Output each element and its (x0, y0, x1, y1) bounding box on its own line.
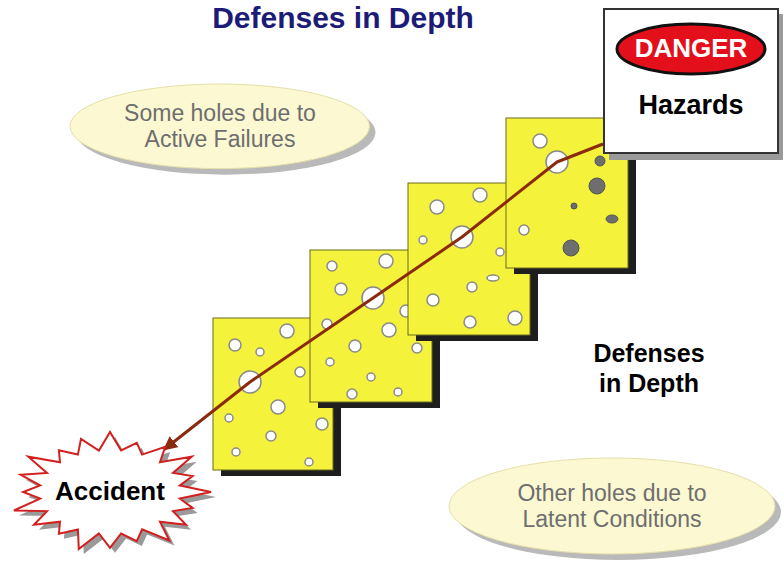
plugged-hole (595, 156, 605, 166)
callout-ellipse: Some holes due to Active Failures (68, 82, 372, 171)
hole (519, 225, 529, 235)
hole (271, 400, 285, 414)
ellipse-face (449, 458, 775, 554)
hole (225, 414, 233, 422)
plugged-hole (606, 215, 618, 223)
hole (367, 373, 375, 381)
plugged-hole (563, 240, 579, 256)
callout-text: Other holes due to Latent Conditions (495, 480, 730, 533)
danger-text: DANGER (635, 34, 748, 64)
diagram-title: Defenses in Depth (0, 0, 686, 36)
hole (419, 236, 427, 244)
hole (305, 458, 313, 466)
accident-text: Accident (55, 477, 165, 507)
hole (508, 311, 522, 325)
hole (473, 188, 487, 202)
oval-face (617, 24, 765, 74)
hole (266, 431, 276, 441)
hole (326, 358, 334, 366)
section-label: Defenses in Depth (585, 338, 713, 398)
hole (347, 389, 357, 399)
hole (229, 339, 241, 351)
hole (382, 323, 396, 337)
callout-text: Some holes due to Active Failures (113, 100, 328, 153)
hole (427, 294, 439, 306)
hole (316, 418, 328, 430)
hole (232, 448, 240, 456)
hole (487, 275, 499, 281)
callout-ellipse: Other holes due to Latent Conditions (447, 456, 777, 556)
accident-burst: Accident (5, 428, 215, 556)
hole (412, 343, 422, 353)
hazard-sign: Hazards DANGER (603, 8, 779, 154)
hole (349, 340, 361, 352)
hole (335, 283, 347, 295)
hole (280, 324, 294, 338)
hole (533, 134, 547, 148)
hole (256, 348, 264, 356)
sign-text: Hazards (638, 90, 743, 121)
hole (464, 316, 476, 328)
burst-face (14, 432, 211, 549)
hole (430, 200, 444, 214)
plugged-hole (589, 178, 605, 194)
ellipse-face (70, 84, 370, 169)
hole (379, 254, 393, 268)
hole (496, 248, 504, 256)
hole (394, 388, 402, 396)
hole (327, 261, 337, 271)
hole (467, 282, 477, 292)
plugged-hole (571, 203, 577, 209)
hole (295, 367, 305, 377)
causal-arrow (164, 144, 603, 450)
danger-oval: DANGER (615, 22, 767, 76)
